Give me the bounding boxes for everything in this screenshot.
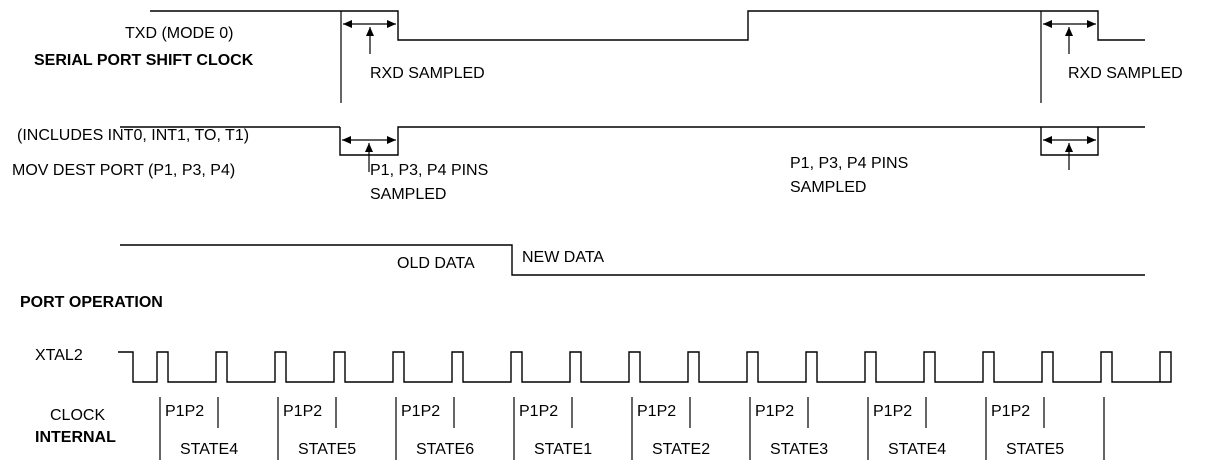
phase-label: P1P2 — [165, 403, 204, 420]
phase-label: P1P2 — [755, 403, 794, 420]
state-label: STATE2 — [652, 441, 710, 458]
state-label: STATE4 — [180, 441, 238, 458]
phase-label: P1P2 — [991, 403, 1030, 420]
txd-label: TXD (MODE 0) — [125, 25, 233, 42]
pins-sampled-1-line1: P1, P3, P4 PINS — [370, 162, 488, 179]
rxd-sampled-1-label: RXD SAMPLED — [370, 65, 485, 82]
phase-label: P1P2 — [637, 403, 676, 420]
pins-sampled-2-line1: P1, P3, P4 PINS — [790, 155, 908, 172]
old-data-label: OLD DATA — [397, 255, 475, 272]
phase-label: P1P2 — [401, 403, 440, 420]
phase-label: P1P2 — [283, 403, 322, 420]
state-label: STATE4 — [888, 441, 946, 458]
pins-sampled-2-line2: SAMPLED — [790, 179, 866, 196]
shift-clock-label: SERIAL PORT SHIFT CLOCK — [34, 52, 254, 69]
phase-label: P1P2 — [519, 403, 558, 420]
internal-label: INTERNAL — [35, 429, 116, 446]
state-label: STATE5 — [1006, 441, 1064, 458]
includes-label: (INCLUDES INT0, INT1, TO, T1) — [17, 127, 249, 144]
phase-label: P1P2 — [873, 403, 912, 420]
mov-dest-label: MOV DEST PORT (P1, P3, P4) — [12, 162, 235, 179]
pins-sampled-1-line2: SAMPLED — [370, 186, 446, 203]
state-label: STATE3 — [770, 441, 828, 458]
state-label: STATE5 — [298, 441, 356, 458]
clock-label: CLOCK — [50, 407, 105, 424]
state-label: STATE6 — [416, 441, 474, 458]
new-data-label: NEW DATA — [522, 249, 604, 266]
rxd-sampled-2-label: RXD SAMPLED — [1068, 65, 1183, 82]
shift-clock-waveform — [150, 10, 1145, 41]
state-label: STATE1 — [534, 441, 592, 458]
xtal2-waveform — [118, 351, 1172, 383]
mov-dest-waveform — [339, 126, 1145, 156]
xtal2-label: XTAL2 — [35, 347, 83, 364]
port-operation-label: PORT OPERATION — [20, 294, 163, 311]
port-data-waveform — [120, 244, 1145, 276]
